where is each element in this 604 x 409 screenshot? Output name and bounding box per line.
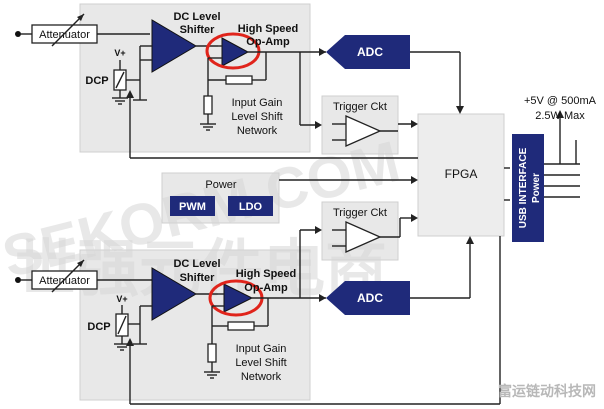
adc-bottom bbox=[326, 281, 410, 315]
adc-label-top: ADC bbox=[357, 45, 383, 59]
comparator-bottom bbox=[345, 221, 382, 253]
opamp-label-bottom-1: High Speed bbox=[236, 268, 297, 280]
vplus-label-top: V+ bbox=[114, 48, 125, 58]
opamp-highlight-top bbox=[205, 32, 261, 70]
opamp-label-top-2: Op-Amp bbox=[246, 36, 290, 48]
gain-label-bottom-3: Network bbox=[241, 371, 282, 383]
shifter-label-top-2: Shifter bbox=[180, 24, 216, 36]
shifter-label-bottom-1: DC Level bbox=[173, 258, 220, 270]
usb-label: USB INTERFACE bbox=[518, 147, 529, 228]
watermark-cn: 世强元件电商 bbox=[15, 235, 387, 304]
comparator-top bbox=[345, 115, 382, 147]
opamp-top bbox=[221, 37, 250, 67]
dc-level-shifter-bottom bbox=[151, 267, 197, 321]
feedback-resistor-top bbox=[225, 75, 253, 85]
feedback-resistor-bottom bbox=[227, 321, 255, 331]
gain-label-top-3: Network bbox=[237, 125, 278, 137]
adc-label-bottom: ADC bbox=[357, 291, 383, 305]
attenuator-label-top: Attenuator bbox=[39, 29, 90, 41]
ldo-box bbox=[228, 196, 273, 216]
ldo-label: LDO bbox=[239, 201, 263, 213]
pwm-box bbox=[170, 196, 215, 216]
dcp-label-top: DCP bbox=[85, 75, 108, 87]
adc-top bbox=[326, 35, 410, 69]
opamp-bottom bbox=[223, 283, 254, 313]
trigger-label-top: Trigger Ckt bbox=[333, 101, 387, 113]
dcp-label-bottom: DCP bbox=[87, 321, 110, 333]
gain-label-top-1: Input Gain bbox=[232, 97, 283, 109]
ground-resistor-bottom bbox=[207, 343, 217, 363]
opamp-label-bottom-2: Op-Amp bbox=[244, 282, 288, 294]
fpga-block bbox=[417, 113, 505, 237]
pwm-label: PWM bbox=[179, 201, 206, 213]
gain-label-bottom-2: Level Shift bbox=[235, 357, 286, 369]
ground-resistor-top bbox=[203, 95, 213, 115]
supply-label-2: 2.5W Max bbox=[535, 110, 585, 122]
usb-power-label: Power bbox=[531, 173, 542, 203]
usb-interface-block bbox=[512, 134, 544, 242]
opamp-label-top-1: High Speed bbox=[238, 23, 299, 35]
trigger-label-bottom: Trigger Ckt bbox=[333, 207, 387, 219]
supply-label-1: +5V @ 500mA bbox=[524, 95, 597, 107]
shifter-label-bottom-2: Shifter bbox=[180, 272, 216, 284]
gain-label-bottom-1: Input Gain bbox=[236, 343, 287, 355]
gain-label-top-2: Level Shift bbox=[231, 111, 282, 123]
power-title: Power bbox=[205, 179, 237, 191]
attenuator-label-bottom: Attenuator bbox=[39, 275, 90, 287]
shifter-label-top-1: DC Level bbox=[173, 11, 220, 23]
vplus-label-bottom: V+ bbox=[116, 294, 127, 304]
watermark-corner: 富运链动科技网 bbox=[498, 383, 596, 399]
fpga-label: FPGA bbox=[445, 167, 478, 181]
